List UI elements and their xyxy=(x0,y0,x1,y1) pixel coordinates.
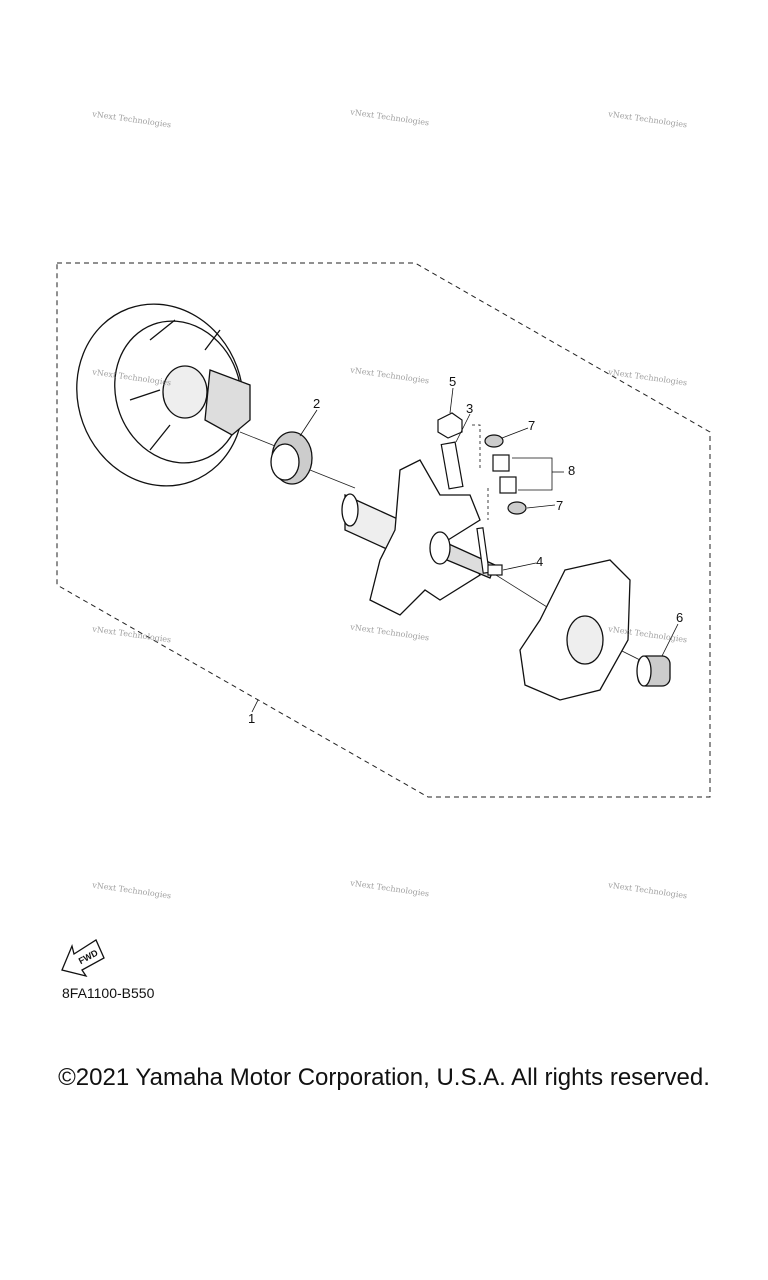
callout-1: 1 xyxy=(248,711,255,726)
knuckle-shaft xyxy=(341,459,496,616)
washer-part-7a xyxy=(484,434,504,448)
washer-part-7b xyxy=(507,501,527,515)
collar-part-8b xyxy=(499,476,517,494)
callout-7b: 7 xyxy=(556,498,563,513)
bearing-part-2 xyxy=(270,431,313,485)
callout-6: 6 xyxy=(676,610,683,625)
hub-plate xyxy=(519,559,631,701)
hub-housing xyxy=(76,303,251,487)
fwd-arrow-icon: FWD xyxy=(61,939,105,978)
small-parts xyxy=(437,412,527,576)
callout-2: 2 xyxy=(313,396,320,411)
bearing-part-6 xyxy=(636,655,671,687)
copyright-notice: ©2021 Yamaha Motor Corporation, U.S.A. A… xyxy=(58,1064,710,1091)
diagram-code: 8FA1100-B550 xyxy=(62,985,155,1001)
callout-labels: 1 2 3 4 5 6 7 7 8 xyxy=(248,374,683,726)
callout-5: 5 xyxy=(449,374,456,389)
sleeve-part-3 xyxy=(440,441,464,490)
callout-8: 8 xyxy=(568,463,575,478)
bolt-part-4 xyxy=(476,527,490,574)
callout-3: 3 xyxy=(466,401,473,416)
leader-lines xyxy=(251,387,679,713)
nut-part-5 xyxy=(437,412,463,439)
collar-part-8a xyxy=(492,454,510,472)
assembly-boundary xyxy=(56,262,711,798)
callout-7a: 7 xyxy=(528,418,535,433)
callout-4: 4 xyxy=(536,554,543,569)
